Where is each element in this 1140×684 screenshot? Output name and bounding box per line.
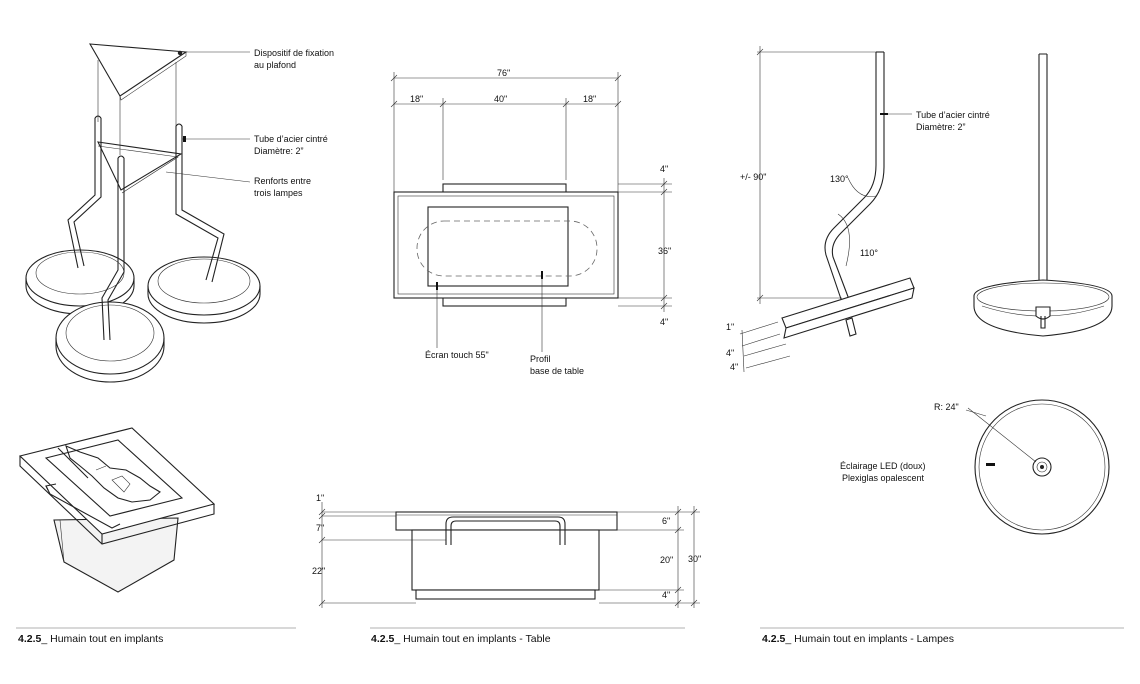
iso-table xyxy=(18,427,216,593)
dim-base-1: 1" xyxy=(726,322,734,332)
caption-left-num: 4.2.5 xyxy=(18,633,42,645)
angle-bottom: 110° xyxy=(860,248,878,258)
lamp-tube-front xyxy=(101,155,125,341)
label-profile-2: base de table xyxy=(530,366,584,376)
dim-overall: 76" xyxy=(497,68,510,78)
label-tube-2: Diamètre: 2” xyxy=(254,146,304,156)
human-figure-icon xyxy=(65,445,161,503)
label-brace-1: Renforts entre xyxy=(254,176,311,186)
lamp-front-elevation xyxy=(973,53,1113,337)
dim-apron: 7" xyxy=(316,523,324,533)
label-ceiling-fixture-1: Dispositif de fixation xyxy=(254,48,334,58)
dim-top-gap: 4" xyxy=(660,164,668,174)
label-lamp-tube-1: Tube d’acier cintré xyxy=(916,110,990,120)
caption-middle: 4.2.5_ Humain tout en implants - Table xyxy=(371,633,551,645)
label-screen: Écran touch 55" xyxy=(425,350,489,360)
table-plan xyxy=(390,72,672,352)
dim-top-thk: 1" xyxy=(316,493,324,503)
dim-base-3: 4" xyxy=(730,362,738,372)
dim-side-left: 18" xyxy=(410,94,423,104)
dim-leg: 22" xyxy=(312,566,325,576)
dim-base-2: 4" xyxy=(726,348,734,358)
lamp-plan xyxy=(965,399,1110,535)
dim-right-mid: 20" xyxy=(660,555,673,565)
dim-side-right: 18" xyxy=(583,94,596,104)
ceiling-fixture xyxy=(88,43,188,97)
label-led-2: Plexiglas opalescent xyxy=(842,473,925,483)
iso-table-screen xyxy=(44,439,184,517)
caption-left-text: _ Humain tout en implants xyxy=(40,633,163,645)
dim-bottom-gap: 4" xyxy=(660,317,668,327)
dim-total: 30" xyxy=(688,554,701,564)
table-elevation xyxy=(318,502,700,608)
label-tube-1: Tube d’acier cintré xyxy=(254,134,328,144)
lamp-base-right xyxy=(147,256,261,324)
lamp-base-front xyxy=(55,301,165,383)
iso-lamp-assembly xyxy=(25,43,261,383)
dim-height: +/- 90" xyxy=(740,172,766,182)
brace-triangle xyxy=(97,141,183,191)
label-lamp-tube-2: Diamètre: 2” xyxy=(916,122,966,132)
dim-center: 40" xyxy=(494,94,507,104)
plan-screen xyxy=(427,206,569,287)
dim-right-top: 6" xyxy=(662,516,670,526)
dim-depth: 36" xyxy=(658,246,671,256)
lamp-tube-right xyxy=(175,123,225,283)
label-ceiling-fixture-2: au plafond xyxy=(254,60,296,70)
caption-right: 4.2.5_ Humain tout en implants - Lampes xyxy=(762,633,954,645)
caption-right-text: _ Humain tout en implants - Lampes xyxy=(784,633,954,645)
caption-middle-num: 4.2.5 xyxy=(371,633,395,645)
caption-right-num: 4.2.5 xyxy=(762,633,786,645)
lamp-side-elevation xyxy=(739,46,915,373)
label-led-1: Éclairage LED (doux) xyxy=(840,461,926,471)
label-profile-1: Profil xyxy=(530,354,551,364)
dim-radius: R: 24" xyxy=(934,402,959,412)
angle-top: 130° xyxy=(830,174,849,184)
dim-right-bottom: 4" xyxy=(662,590,670,600)
label-brace-2: trois lampes xyxy=(254,188,303,198)
caption-left: 4.2.5_ Humain tout en implants xyxy=(18,633,163,645)
caption-middle-text: _ Humain tout en implants - Table xyxy=(393,633,550,645)
lamp-tube-left xyxy=(67,115,102,269)
plan-base-profile xyxy=(416,220,598,277)
